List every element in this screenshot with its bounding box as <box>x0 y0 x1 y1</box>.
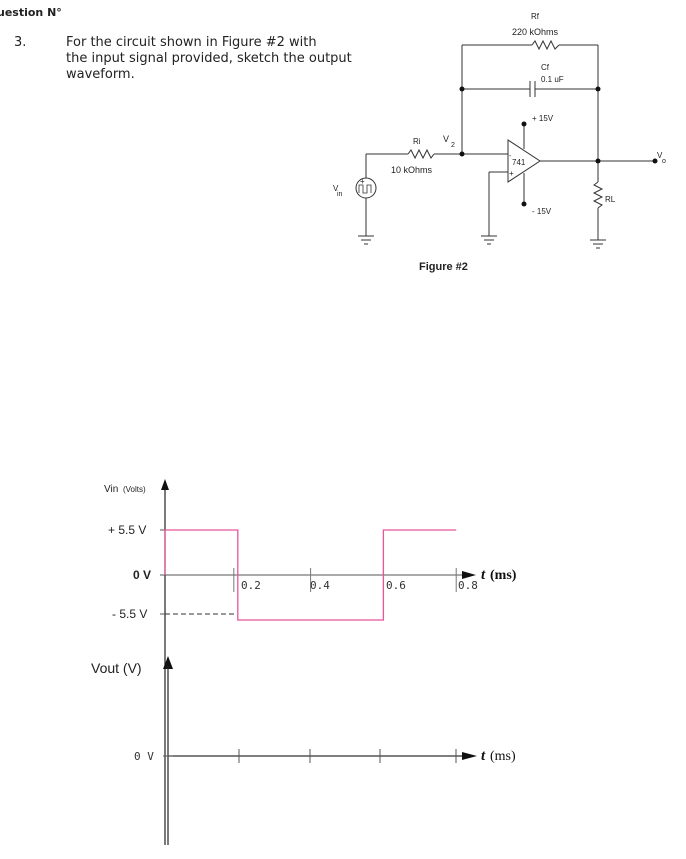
square-wave-icon <box>358 184 372 194</box>
vin-tick-label-neg: - 5.5 V <box>112 607 147 621</box>
vin-waveform-line <box>164 529 457 621</box>
vin-x-tick-label: 0.2 <box>241 579 261 592</box>
vin-x-tick-label: 0.8 <box>458 579 478 592</box>
vin-label: V <box>333 184 339 193</box>
vin-ylabel-main: Vin <box>104 484 118 495</box>
vout-chart <box>163 656 477 845</box>
ri-value: 10 kOhms <box>391 165 433 175</box>
vin-subscript: in <box>337 191 343 198</box>
vin-tick-label-pos: + 5.5 V <box>108 523 146 537</box>
vout-ylabel: Vout (V) <box>91 660 142 676</box>
circuit-diagram <box>355 39 655 249</box>
circuit-nodes <box>459 86 658 207</box>
vo-subscript: o <box>662 158 666 165</box>
node-dot <box>595 158 601 164</box>
vin-x-tick-marks <box>233 568 457 592</box>
vin-tick-label-zero: 0 V <box>133 568 151 582</box>
ri-resistor <box>407 148 435 160</box>
vout-x-axis-arrow <box>462 752 477 760</box>
vin-plus-sign: + <box>360 177 365 186</box>
node-dot <box>459 86 465 92</box>
opamp-triangle <box>507 139 541 183</box>
vo-label: V <box>657 151 663 160</box>
vin-x-tick-label: 0.6 <box>386 579 406 592</box>
node-dot <box>652 158 658 164</box>
rf-resistor <box>531 39 560 51</box>
vout-tick-label-zero: 0 V <box>134 750 154 763</box>
vin-x-tick-label: 0.4 <box>310 579 330 592</box>
node-dot <box>595 86 601 92</box>
vout-y-axis-arrow <box>163 656 173 669</box>
cf-label: Cf <box>541 63 550 72</box>
question-text: For the circuit shown in Figure #2 with … <box>66 35 352 83</box>
question-number: 3. <box>14 35 27 50</box>
vin-x-axis-arrow <box>462 571 476 579</box>
vin-ylabel-unit: (Volts) <box>123 485 146 494</box>
v2-subscript: 2 <box>451 142 455 149</box>
question-line-2: the input signal provided, sketch the ou… <box>66 51 352 66</box>
ri-label: Ri <box>413 137 421 146</box>
vout-xlabel-t: t <box>481 748 486 764</box>
node-dot <box>459 151 465 157</box>
rl-label: RL <box>605 195 616 204</box>
question-header: uestion N° <box>0 6 62 19</box>
rf-value: 220 kOhms <box>512 27 559 37</box>
opamp-minus-sign: - <box>509 153 512 160</box>
cf-value: 0.1 uF <box>541 75 564 84</box>
vout-xlabel-unit: (ms) <box>490 749 516 764</box>
vminus-label: - 15V <box>532 207 552 216</box>
vin-xlabel-t: t <box>481 567 486 583</box>
opamp-label: 741 <box>512 158 526 167</box>
question-line-3: waveform. <box>66 67 135 82</box>
node-dot <box>521 121 527 127</box>
vin-y-axis-arrow <box>161 479 169 490</box>
rl-resistor <box>592 181 604 209</box>
question-line-1: For the circuit shown in Figure #2 with <box>66 35 317 50</box>
v2-label: V <box>443 134 449 144</box>
opamp-plus-sign: + <box>509 169 514 178</box>
vin-chart <box>160 479 476 845</box>
node-dot <box>521 201 527 207</box>
rf-label: Rf <box>531 12 540 21</box>
vplus-label: + 15V <box>532 114 554 123</box>
figure-caption: Figure #2 <box>419 261 468 273</box>
vin-xlabel-unit: (ms) <box>490 568 517 583</box>
